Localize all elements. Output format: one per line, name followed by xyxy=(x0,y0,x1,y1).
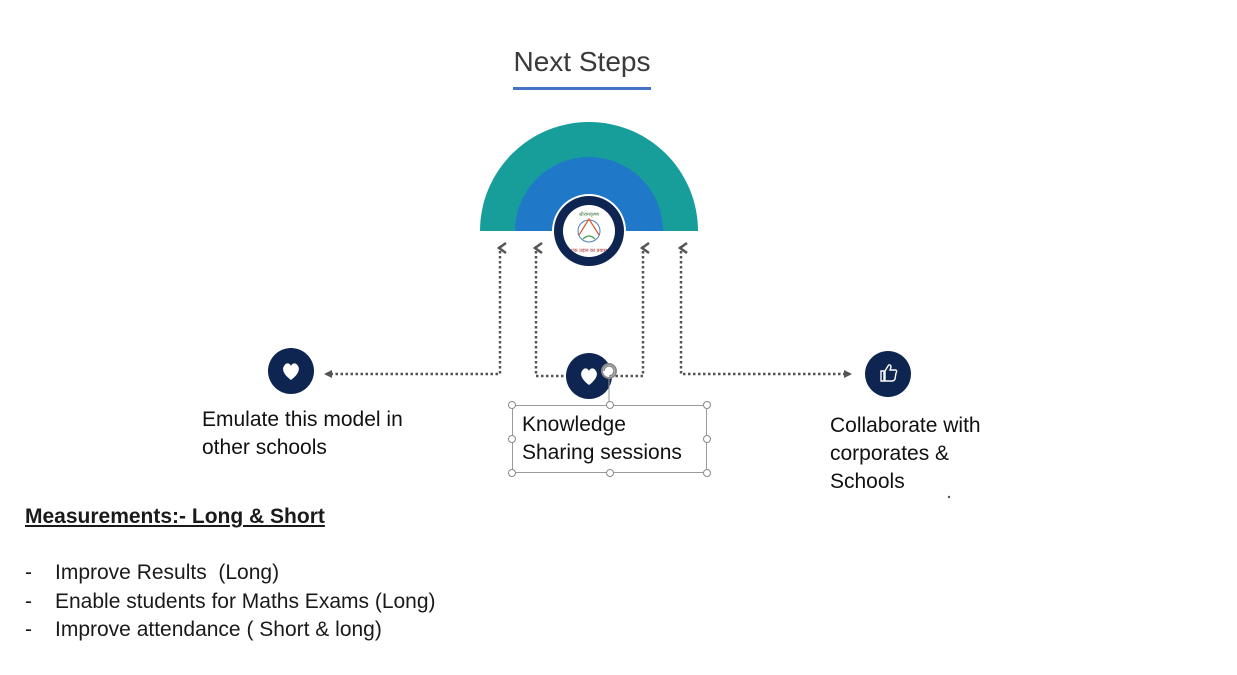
connector-knowledge-left xyxy=(534,246,568,378)
resize-handle-se[interactable] xyxy=(703,469,711,477)
collaborate-label-line2: corporates & xyxy=(830,442,950,465)
emulate-label-line2: other schools xyxy=(202,436,327,459)
school-logo: श्रीरामकृष्ण एक उड़ान का प्रयास xyxy=(563,205,615,257)
resize-handle-w[interactable] xyxy=(508,435,516,443)
list-bullet: - xyxy=(25,618,32,641)
list-bullet: - xyxy=(25,589,32,613)
inner-arc xyxy=(515,157,663,231)
emulate-label-line1: Emulate this model in xyxy=(202,408,403,431)
connector-knowledge-right xyxy=(612,246,645,378)
resize-handle-e[interactable] xyxy=(703,435,711,443)
list-bullet: - xyxy=(25,561,32,584)
thumbs-up-icon xyxy=(865,351,911,397)
collaborate-label: Collaborate with corporates & Schools xyxy=(830,412,981,496)
outer-arc xyxy=(480,122,698,231)
knowledge-label-line1[interactable]: Knowledge xyxy=(522,413,626,436)
measurements-list: - Improve Results (Long) - Enable studen… xyxy=(25,559,436,645)
collaborate-label-line1: Collaborate with xyxy=(830,414,981,437)
heart-icon xyxy=(268,348,314,394)
resize-handle-sw[interactable] xyxy=(508,469,516,477)
list-item: - Enable students for Maths Exams (Long) xyxy=(25,588,436,617)
resize-handle-nw[interactable] xyxy=(508,401,516,409)
resize-handle-n[interactable] xyxy=(606,401,614,409)
connector-collaborate xyxy=(679,246,852,378)
knowledge-label-line2[interactable]: Sharing sessions xyxy=(522,441,682,464)
list-item: - Improve Results (Long) xyxy=(25,559,436,588)
page-title: Next Steps xyxy=(513,46,651,77)
resize-handle-ne[interactable] xyxy=(703,401,711,409)
logo-text-top: श्रीरामकृष्ण xyxy=(578,212,600,218)
knowledge-textbox[interactable] xyxy=(508,401,711,477)
emulate-label: Emulate this model in other schools xyxy=(202,406,403,462)
collaborate-label-line3: Schools xyxy=(830,470,905,493)
list-item-text: Improve Results (Long) xyxy=(55,561,280,584)
list-item-text: Improve attendance ( Short & long) xyxy=(55,618,382,641)
title-underline xyxy=(513,87,651,90)
list-item-text: Enable students for Maths Exams (Long) xyxy=(55,589,436,613)
measurements-heading: Measurements:- Long & Short xyxy=(25,505,325,528)
heart-icon xyxy=(566,353,612,399)
list-item: - Improve attendance ( Short & long) xyxy=(25,616,436,645)
connector-emulate xyxy=(324,246,502,378)
stray-dot xyxy=(947,495,951,499)
logo-text-bottom: एक उड़ान का प्रयास xyxy=(571,248,607,254)
resize-handle-s[interactable] xyxy=(606,469,614,477)
knowledge-label[interactable]: Knowledge Sharing sessions xyxy=(522,411,682,467)
rotate-handle-icon xyxy=(601,363,617,405)
